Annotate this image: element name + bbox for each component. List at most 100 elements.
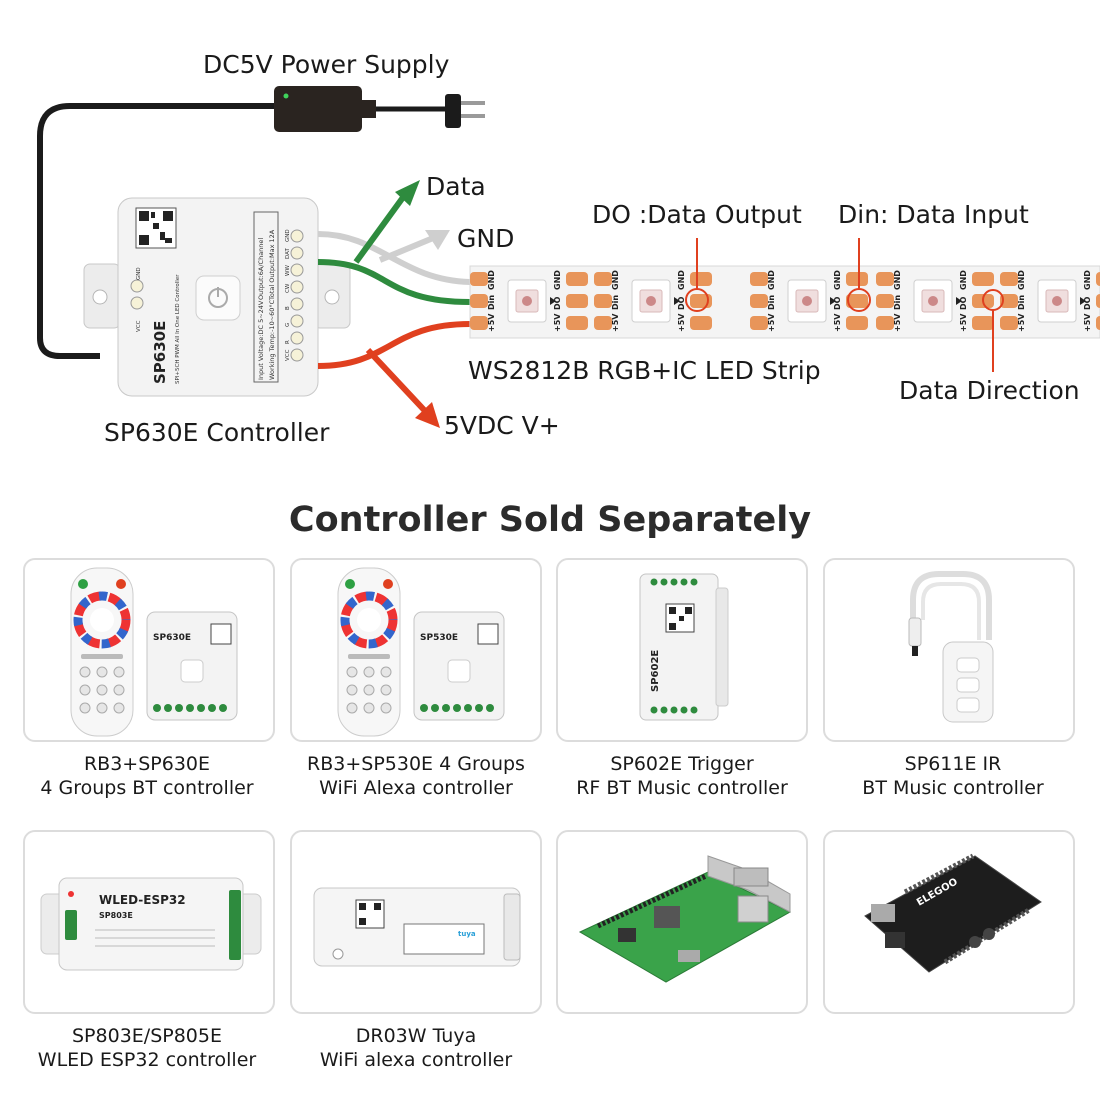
strip-pad-label: GND [1083,270,1092,290]
direction-arrow-icon [956,297,962,305]
product-card-sp611e[interactable] [823,558,1075,742]
strip-pad-label: Din [487,295,496,310]
strip-pad-label: DO [677,296,686,310]
product-line2: WLED ESP32 controller [37,1049,257,1071]
product-caption: SP602E Trigger RF BT Music controller [547,752,817,800]
left-pin-vcc: VCC [136,320,142,332]
controller-pin-label: R [285,340,291,344]
controller-model-text: SP630E [151,321,169,384]
strip-pad-label: +5V [833,313,842,332]
product-line2: WiFi Alexa controller [319,777,513,799]
controller-spec-2: Working Temp:-10~60°C [268,299,276,380]
strip-pad-label: Din [611,295,620,310]
controller-pin-label: GND [285,229,291,242]
strip-pad-label: Din [1017,295,1026,310]
strip-pad-label: GND [833,270,842,290]
controller-pin-label: B [285,306,291,310]
product-caption: DR03W Tuya WiFi alexa controller [281,1024,551,1072]
qr-code-icon [135,207,177,249]
strip-pad-label: +5V [611,313,620,332]
product-line1: RB3+SP630E [83,753,211,775]
product-card-sp803e[interactable]: WLED-ESP32 SP803E [23,830,275,1014]
strip-pad-label: +5V [553,313,562,332]
strip-pad-label: GND [611,270,620,290]
arduino-board-image: ELEGOO [864,853,1042,973]
product-card-rb3-sp630e[interactable]: SP630E [23,558,275,742]
ir-controller-image [908,571,994,723]
product-line1: SP602E Trigger [610,753,754,775]
product-caption: RB3+SP530E 4 Groups WiFi Alexa controlle… [281,752,551,800]
vplus-arrow-icon [415,402,440,428]
controller-pin-label: DAT [285,248,291,259]
product-caption: RB3+SP630E 4 Groups BT controller [12,752,282,800]
power-plug [445,94,461,128]
power-button[interactable] [195,275,241,321]
remote-and-controller-image: SP530E [337,567,505,737]
data-arrow-icon [395,180,420,206]
strip-pad-label: GND [959,270,968,290]
product-line2: RF BT Music controller [576,777,788,799]
strip-pad-label: +5V [487,313,496,332]
data-wire-label: Data [426,172,486,201]
strip-segments: GND Din +5V GND DO +5V GND Din +5V GND DO +5V GND Din… [470,270,1100,332]
product-card-dr03w[interactable]: tuya [290,830,542,1014]
controller-pin-label: VCC [285,349,291,361]
controller-spec-1: Input Voltage:DC 5~24V [257,300,265,380]
remote-and-controller-image: SP630E [70,567,238,737]
strip-pad-label: +5V [893,313,902,332]
power-supply-label: DC5V Power Supply [203,50,450,79]
controller-pin-label: WW [285,265,291,276]
product-line1: SP803E/SP805E [72,1025,222,1047]
product-line1: DR03W Tuya [355,1025,477,1047]
product-tag: SP630E [153,633,191,643]
wled-controller-image: WLED-ESP32 SP803E [40,877,262,971]
raspberry-pi-board-image [578,855,792,983]
product-card-arduino[interactable]: ELEGOO [823,830,1075,1014]
strip-pad-label: GND [1017,270,1026,290]
strip-pad-label: +5V [677,313,686,332]
strip-pad-label: +5V [959,313,968,332]
product-tag: tuya [458,930,476,938]
strip-pad-label: Din [767,295,776,310]
strip-pad-label: DO [1083,296,1092,310]
din-label: Din: Data Input [838,200,1029,229]
strip-pad-label: GND [767,270,776,290]
direction-label: Data Direction [899,376,1080,405]
controller-image: SP602E [639,573,729,721]
product-card-raspberry-pi[interactable] [556,830,808,1014]
product-tag: SP530E [420,633,458,643]
wiring-diagram: SP630E SPI+5CH PWM All In One LED Contro… [37,86,1100,428]
direction-arrow-icon [830,297,836,305]
power-led-icon [283,93,289,99]
product-card-rb3-sp530e[interactable]: SP530E [290,558,542,742]
product-line2: 4 Groups BT controller [40,777,254,799]
strip-label: WS2812B RGB+IC LED Strip [468,356,821,385]
controller-label: SP630E Controller [104,418,330,447]
controller-subtitle-text: SPI+5CH PWM All In One LED Controller [175,274,181,384]
do-label: DO :Data Output [592,200,802,229]
direction-arrow-icon [550,297,556,305]
product-line2: BT Music controller [862,777,1044,799]
strip-pad-label: Din [893,295,902,310]
product-card-sp602e[interactable]: SP602E [556,558,808,742]
strip-pad-label: +5V [767,313,776,332]
section-heading: Controller Sold Separately [288,500,812,540]
direction-arrow-icon [674,297,680,305]
direction-arrow-icon [1080,297,1086,305]
data-wire [317,259,471,305]
product-tag: WLED-ESP32 [99,893,186,907]
controller-terminals [290,229,304,362]
controller-spec-4: Total Output:Max 12A [268,229,276,301]
product-tag-2: SP803E [99,911,133,920]
strip-pad-label: DO [959,296,968,310]
gnd-arrow-icon [425,230,450,250]
vplus-label: 5VDC V+ [444,411,560,440]
tuya-controller-image: tuya [313,887,521,967]
product-caption: SP803E/SP805E WLED ESP32 controller [12,1024,282,1072]
strip-pad-label: GND [677,270,686,290]
controller-pin-label: G [285,323,291,327]
controller-spec-3: Output:6A/Channel [257,238,265,300]
strip-pad-label: +5V [1083,313,1092,332]
power-cable [37,103,280,359]
